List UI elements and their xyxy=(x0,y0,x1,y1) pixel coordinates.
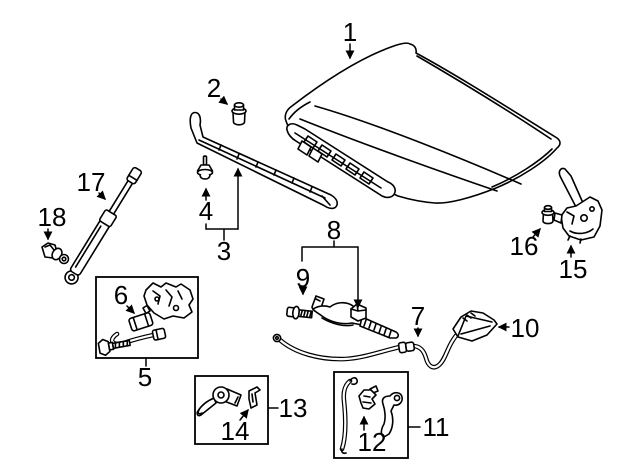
callout-8: 8 xyxy=(327,215,341,245)
callout-4: 4 xyxy=(199,196,213,226)
callout-2: 2 xyxy=(207,73,221,103)
callout-12: 12 xyxy=(358,427,387,457)
callout-6: 6 xyxy=(114,280,128,310)
release-cable-drawing xyxy=(272,326,467,370)
grommet-drawing xyxy=(231,102,247,126)
clip-drawing xyxy=(196,155,214,180)
callout-15: 15 xyxy=(559,254,588,284)
hinge-bolt-drawing xyxy=(285,305,314,320)
callout-16: 16 xyxy=(510,231,539,261)
front-molding-drawing xyxy=(189,111,338,210)
hood-panel-drawing xyxy=(284,42,561,204)
callout-3: 3 xyxy=(217,236,231,266)
callout-18: 18 xyxy=(38,202,67,232)
gas-strut-drawing xyxy=(64,166,143,285)
callout-9: 9 xyxy=(296,263,310,293)
callout-10: 10 xyxy=(511,313,540,343)
latch-lever-kit-box-13 xyxy=(194,375,269,445)
callout-14: 14 xyxy=(221,416,250,446)
callout-13: 13 xyxy=(279,393,308,423)
ball-stud-drawing xyxy=(41,242,70,265)
callout-labels: 1 2 3 4 5 6 7 8 9 10 11 12 13 14 15 16 1… xyxy=(38,17,588,457)
support-rod-kit-box-11 xyxy=(333,371,409,459)
leader-lines xyxy=(43,43,576,431)
callout-7: 7 xyxy=(411,301,425,331)
cowl-clip-drawing xyxy=(541,204,555,225)
callout-17: 17 xyxy=(77,167,106,197)
callout-5: 5 xyxy=(138,362,152,392)
hinge-bracket-drawing xyxy=(553,167,603,244)
callout-1: 1 xyxy=(343,17,357,47)
release-handle-drawing xyxy=(452,310,498,342)
hardware-kit-box-5 xyxy=(95,276,199,359)
hood-hinge-drawing xyxy=(311,295,400,339)
callout-11: 11 xyxy=(423,412,450,442)
